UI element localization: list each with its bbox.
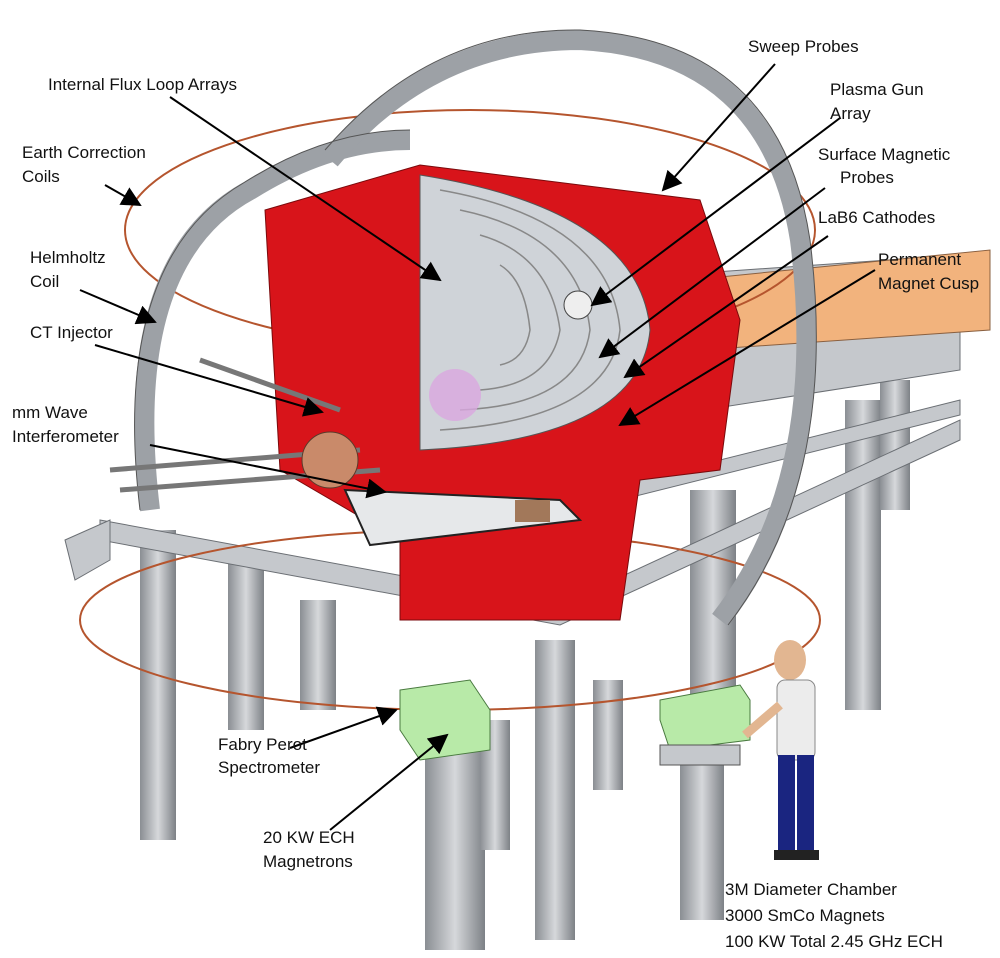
- label-magnetrons-line2: Magnetrons: [263, 852, 353, 871]
- label-helmholtz-coil-line2: Coil: [30, 272, 60, 291]
- label-mm-wave-line1: mm Wave: [12, 403, 88, 422]
- helmholtz-coils: [134, 29, 817, 627]
- fabry-perot-box: [399, 679, 491, 761]
- label-earth-correction-coils-line2: Coils: [22, 167, 60, 186]
- label-internal-flux-loop-arrays: Internal Flux Loop Arrays: [48, 75, 237, 94]
- label-helmholtz-coil-line1: Helmholtz: [30, 248, 106, 267]
- plasma-gun: [563, 290, 593, 320]
- human-figure: [742, 640, 819, 860]
- label-fabry-perot-line1: Fabry Perot: [218, 735, 307, 754]
- magnetron-box: [659, 684, 751, 751]
- label-earth-correction-coils-line1: Earth Correction: [22, 143, 146, 162]
- mm-wave-flange: [301, 431, 359, 489]
- spec-chamber: 3M Diameter Chamber: [725, 880, 897, 899]
- label-plasma-gun-line1: Plasma Gun: [830, 80, 924, 99]
- label-lab6-cathodes: LaB6 Cathodes: [818, 208, 936, 227]
- label-ct-injector: CT Injector: [30, 323, 113, 342]
- label-permanent-magnet-line2: Magnet Cusp: [878, 274, 980, 293]
- label-surface-magnetic-line1: Surface Magnetic: [818, 145, 951, 164]
- plasma-ball: [429, 369, 481, 421]
- support-legs: [140, 380, 910, 950]
- label-plasma-gun-line2: Array: [830, 104, 871, 123]
- callout-arrows: [79, 63, 876, 831]
- label-surface-magnetic-line2: Probes: [840, 168, 894, 187]
- spec-magnets: 3000 SmCo Magnets: [725, 906, 885, 925]
- label-sweep-probes: Sweep Probes: [748, 37, 859, 56]
- magnetron-stand: [659, 744, 741, 766]
- label-fabry-perot-line2: Spectrometer: [218, 758, 321, 777]
- label-magnetrons-line1: 20 KW ECH: [263, 828, 355, 847]
- label-permanent-magnet-line1: Permanent: [878, 250, 962, 269]
- label-mm-wave-line2: Interferometer: [12, 427, 119, 446]
- brown-box: [515, 500, 550, 522]
- chamber-interior: [419, 174, 651, 451]
- spec-ech: 100 KW Total 2.45 GHz ECH: [725, 932, 943, 951]
